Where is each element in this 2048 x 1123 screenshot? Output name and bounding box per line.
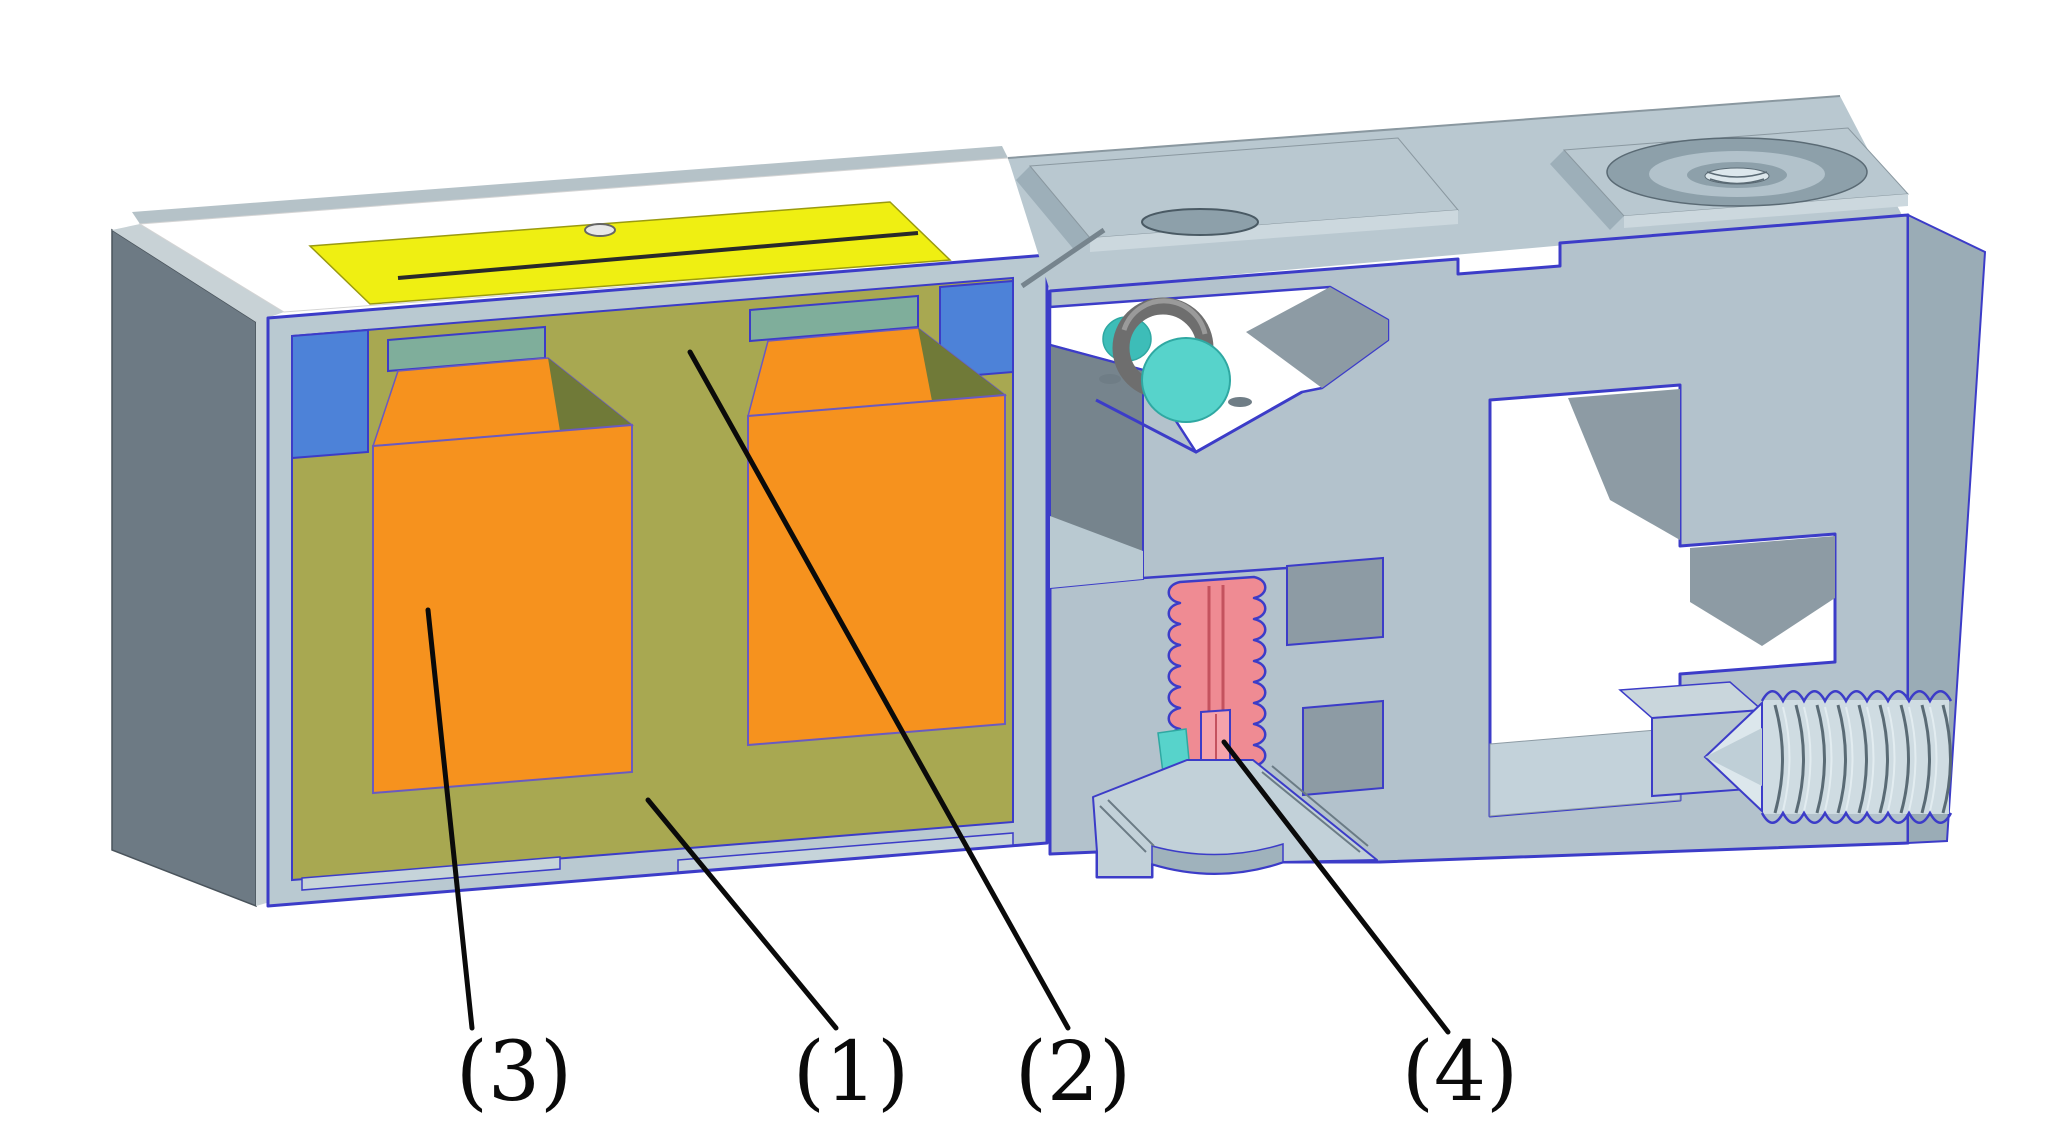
part-label-4: (4) bbox=[1402, 1025, 1518, 1120]
annotations: (3) (1) (2) (4) bbox=[425, 349, 1518, 1120]
ring-seat-right bbox=[1228, 397, 1252, 407]
coil-left-shadow bbox=[548, 358, 632, 431]
thread-bore-cone-shade bbox=[1705, 728, 1762, 786]
mount-tab-hole bbox=[1141, 208, 1259, 236]
part-label-1: (1) bbox=[793, 1025, 909, 1120]
top-back-strip bbox=[132, 146, 1008, 224]
roller-front-cylinder bbox=[1141, 337, 1231, 423]
pocket-left bbox=[291, 328, 369, 460]
part-label-2: (2) bbox=[1015, 1025, 1131, 1120]
mount-pad-front bbox=[1624, 194, 1908, 228]
step-recess-upper bbox=[1286, 556, 1384, 647]
coil-left-front bbox=[372, 423, 633, 795]
leader-line-1 bbox=[645, 797, 839, 1031]
mount-tab-groove bbox=[1020, 227, 1106, 289]
screw-slot-lines bbox=[1207, 585, 1225, 712]
leader-line-2 bbox=[687, 349, 1071, 1031]
left-housing bbox=[111, 146, 1049, 908]
part-label-3: (3) bbox=[456, 1025, 572, 1120]
cover-plate bbox=[308, 201, 952, 305]
step-recess-lower bbox=[1302, 699, 1384, 797]
leader-line-4 bbox=[1221, 739, 1451, 1035]
thread-crest-lines bbox=[1773, 704, 1952, 814]
bottom-wall-strip-right bbox=[677, 832, 1014, 873]
thread-bore-top-edge bbox=[1760, 690, 1953, 704]
cover-plate-hole bbox=[584, 223, 616, 237]
cutout-slope-right bbox=[1690, 536, 1835, 646]
right-top-back-edge bbox=[1007, 95, 1841, 159]
mount-pad-chamfer bbox=[1550, 150, 1624, 230]
left-side-face bbox=[111, 228, 257, 908]
thread-bore-bottom-edge bbox=[1760, 810, 1953, 824]
right-end-facet bbox=[1907, 213, 1987, 845]
mount-tab-front bbox=[1090, 210, 1458, 252]
right-body bbox=[1007, 95, 1987, 879]
left-top-chamfer bbox=[112, 224, 284, 322]
ring-seat-left bbox=[1099, 374, 1121, 384]
cavity-slope bbox=[1246, 287, 1388, 388]
retainer-ring-highlight bbox=[1121, 298, 1208, 335]
bottom-wall-strip-left bbox=[301, 856, 561, 891]
screw-shelf-edge bbox=[1142, 566, 1288, 580]
coil-right-front bbox=[747, 393, 1006, 747]
wedge-chamfer-lines bbox=[1099, 765, 1369, 853]
v-notch-edge bbox=[1095, 390, 1303, 454]
cavity-wall-foot bbox=[1050, 516, 1143, 588]
cover-plate-slot bbox=[397, 231, 919, 280]
coil-right-shadow bbox=[918, 328, 1005, 401]
cutout-floor bbox=[1489, 727, 1681, 817]
mount-tab-chamfer bbox=[1016, 166, 1090, 252]
cutout-slope-upper bbox=[1568, 389, 1680, 540]
bottom-arch-band bbox=[1151, 842, 1284, 875]
flange-right bbox=[749, 294, 919, 343]
counterbore-hole bbox=[1704, 167, 1770, 185]
thread-highlight-lines bbox=[1782, 706, 1938, 812]
leader-line-3 bbox=[425, 607, 475, 1031]
counterbore-thread-lines bbox=[1706, 171, 1768, 185]
